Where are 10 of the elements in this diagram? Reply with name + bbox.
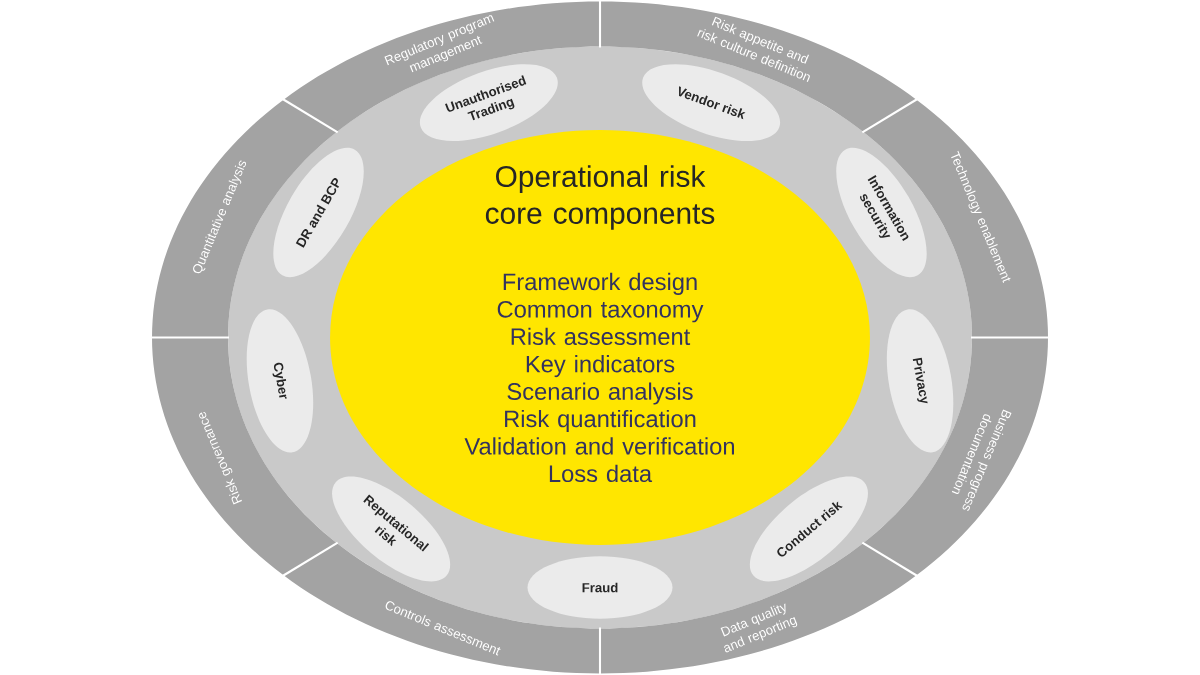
node-label: Key indicators: [526, 355, 675, 378]
node-label: Common taxonomy: [497, 300, 704, 323]
node-label: Framework design: [503, 272, 697, 295]
node-label: Risk assessment: [511, 327, 691, 346]
node-label: Scenario analysis: [507, 382, 693, 405]
node-label: Risk quantification: [505, 409, 696, 433]
node-label: Validation and verification: [464, 437, 734, 455]
node-label: Loss data: [549, 464, 653, 483]
heading: Operational risk core components: [485, 165, 715, 230]
component-list: Framework design Common taxonomy Risk assessment Key indicators Scenario analysis Risk quantification Validation and verification Loss data: [464, 272, 734, 483]
